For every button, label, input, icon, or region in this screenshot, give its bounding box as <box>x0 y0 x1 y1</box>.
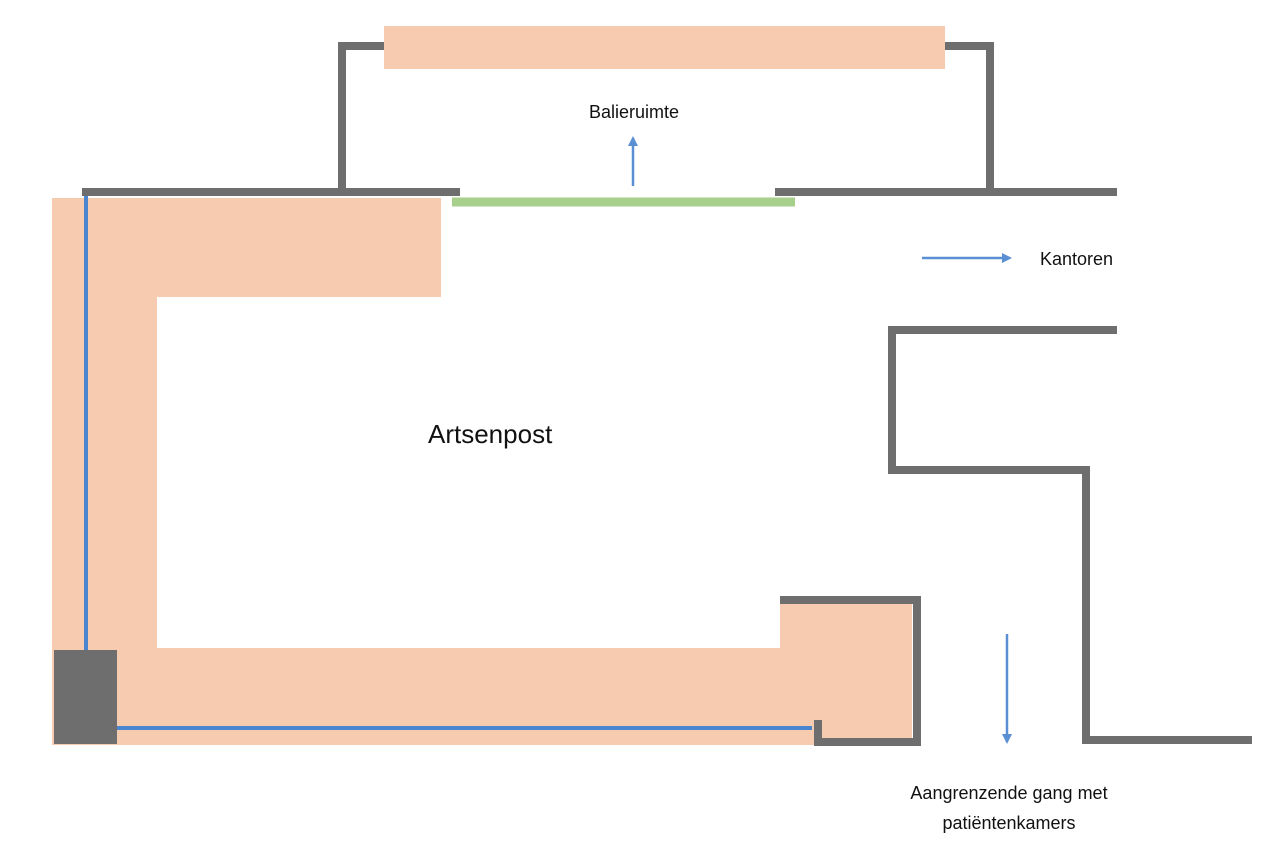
label-kantoren: Kantoren <box>1040 249 1113 269</box>
wall-reception-room <box>945 42 994 190</box>
wall-right-upper <box>888 326 1252 744</box>
workstation-counter-l-shape <box>52 198 912 745</box>
label-gang-line2: patiëntenkamers <box>942 813 1075 833</box>
label-gang-line1: Aangrenzende gang met <box>910 783 1107 803</box>
wall-bottom-right <box>780 596 921 746</box>
wall-column <box>54 650 117 744</box>
label-balieruimte: Balieruimte <box>589 102 679 122</box>
reception-counter-top <box>384 26 945 69</box>
label-artsenpost: Artsenpost <box>428 419 553 449</box>
wall-reception-room <box>338 42 384 190</box>
